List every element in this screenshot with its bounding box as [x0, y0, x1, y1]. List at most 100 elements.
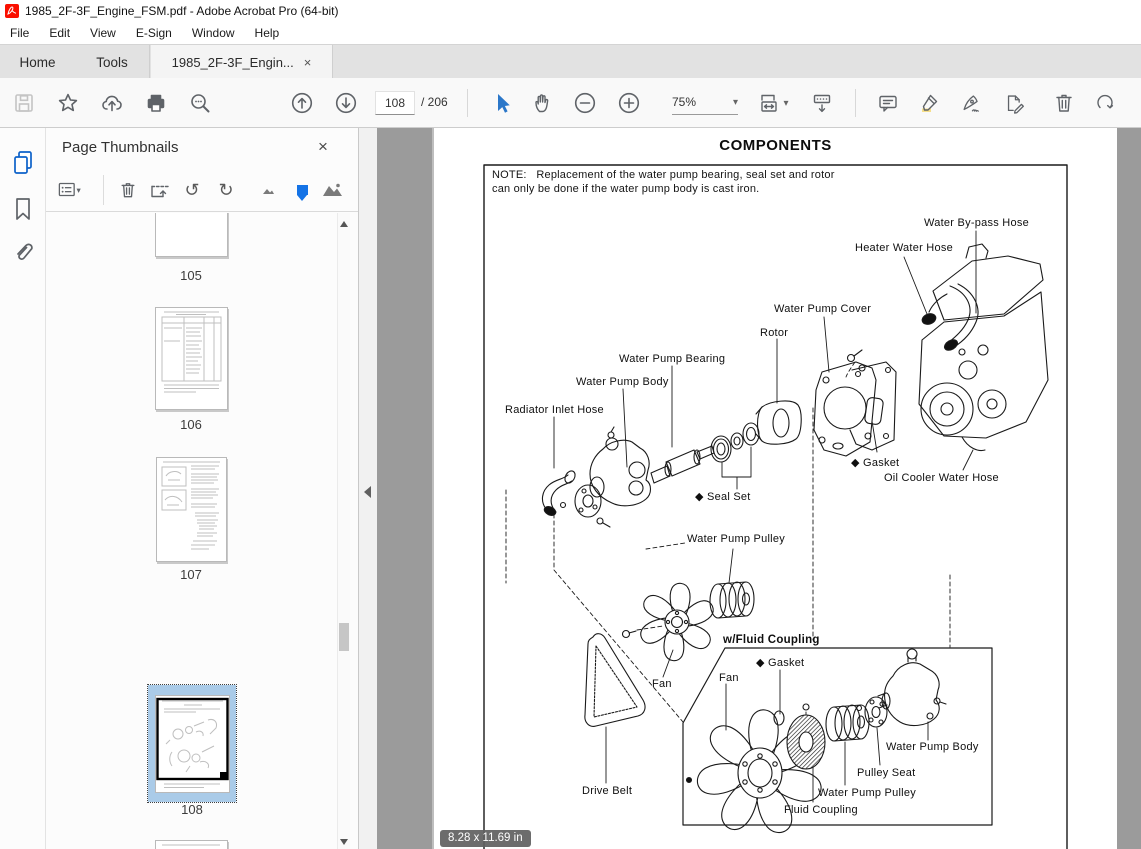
thumbnail-page-107[interactable]: [156, 457, 227, 562]
tab-document[interactable]: 1985_2F-3F_Engin... ×: [151, 45, 333, 79]
toolbar-separator: [467, 89, 468, 117]
diagram-label: Pulley Seat: [857, 767, 915, 779]
diagram-label: ◆ Seal Set: [695, 491, 751, 503]
bookmarks-panel-icon[interactable]: [12, 196, 34, 220]
svg-text:▾: ▾: [76, 185, 80, 195]
cloud-upload-button[interactable]: [100, 91, 124, 115]
rotate-left-button[interactable]: ↺: [184, 180, 200, 200]
diagram-label: Heater Water Hose: [855, 242, 953, 254]
chevron-down-icon: ▾: [783, 97, 789, 109]
diagram-label: Drive Belt: [582, 785, 632, 797]
fit-width-button[interactable]: ▾: [756, 91, 790, 115]
main-toolbar: 108 / 206 75% ▾ ▾: [0, 78, 1141, 128]
menu-view[interactable]: View: [90, 26, 116, 40]
thumbnail-label: 108: [181, 802, 203, 817]
delete-pages-button[interactable]: [1052, 91, 1076, 115]
insert-pages-button[interactable]: [148, 178, 172, 202]
thumbnail-label: 107: [180, 567, 202, 582]
panel-toolbar-separator: [103, 175, 104, 205]
rotate-right-button[interactable]: ↻: [218, 180, 234, 200]
next-page-button[interactable]: [334, 91, 358, 115]
thumbnail-page-109[interactable]: [155, 840, 228, 849]
scroll-up-icon[interactable]: [340, 221, 348, 227]
menu-edit[interactable]: Edit: [49, 26, 71, 40]
scrolling-mode-button[interactable]: [810, 91, 834, 115]
tab-tools[interactable]: Tools: [75, 45, 150, 79]
zoom-level-value: 75%: [672, 95, 697, 109]
toolbar-separator: [855, 89, 856, 117]
zoom-in-button[interactable]: [617, 91, 641, 115]
menu-esign[interactable]: E-Sign: [135, 26, 172, 40]
zoom-out-button[interactable]: [573, 91, 597, 115]
panel-title: Page Thumbnails: [62, 139, 179, 156]
redo-button[interactable]: [1093, 91, 1117, 115]
page-thumbnails-panel-icon[interactable]: [12, 150, 34, 174]
thumbnail-page-106[interactable]: [155, 307, 228, 410]
page-total-label: / 206: [421, 95, 448, 109]
collapse-panel-icon[interactable]: [364, 486, 371, 498]
thumbnail-label: 106: [180, 417, 202, 432]
thumbnail-page-108[interactable]: [155, 695, 230, 793]
panel-toolbar: ▾ ↺ ↻: [46, 170, 358, 212]
diagram-label: Water Pump Cover: [774, 303, 871, 315]
panel-close-icon[interactable]: ×: [318, 137, 328, 156]
diagram-label: Rotor: [760, 327, 788, 339]
attachments-panel-icon[interactable]: [12, 240, 34, 262]
panel-scrollbar[interactable]: [337, 213, 350, 849]
diagram-label: Oil Cooler Water Hose: [884, 472, 999, 484]
diagram-label: Water Pump Pulley: [687, 533, 785, 545]
page-thumbnails-panel: Page Thumbnails × ▾ ↺ ↻: [46, 128, 358, 849]
esign-button[interactable]: [960, 91, 984, 115]
page-heading: COMPONENTS: [719, 137, 832, 154]
thumbnail-label: 105: [180, 268, 202, 283]
print-button[interactable]: [144, 91, 168, 115]
thumbnail-size-slider[interactable]: [290, 178, 314, 202]
fill-sign-edit-button[interactable]: [1003, 91, 1027, 115]
pdf-page: COMPONENTS NOTE: Replacement of the wate…: [434, 128, 1117, 849]
title-bar: 1985_2F-3F_Engine_FSM.pdf - Adobe Acroba…: [0, 0, 1141, 22]
diagram-label: Fluid Coupling: [784, 804, 858, 816]
highlight-button[interactable]: [917, 91, 941, 115]
star-button[interactable]: [56, 91, 80, 115]
chevron-down-icon: ▾: [732, 97, 738, 108]
previous-page-button[interactable]: [290, 91, 314, 115]
delete-page-button[interactable]: [116, 178, 140, 202]
diagram-label: Fan: [652, 678, 672, 690]
diagram-label: Water Pump Body: [886, 741, 979, 753]
menu-window[interactable]: Window: [191, 26, 235, 40]
diagram-label: ◆ Gasket: [851, 457, 899, 469]
diagram-label: Water Pump Bearing: [619, 353, 725, 365]
document-viewer[interactable]: COMPONENTS NOTE: Replacement of the wate…: [377, 128, 1141, 849]
tab-close-icon[interactable]: ×: [303, 54, 312, 70]
menu-bar: File Edit View E-Sign Window Help: [0, 22, 1141, 44]
hand-tool-button[interactable]: [531, 91, 555, 115]
diagram-label: Water Pump Body: [576, 376, 669, 388]
diagram-label: Radiator Inlet Hose: [505, 404, 604, 416]
tab-home[interactable]: Home: [19, 54, 56, 70]
panel-header: Page Thumbnails ×: [46, 128, 358, 170]
comment-button[interactable]: [876, 91, 900, 115]
search-icon[interactable]: [188, 91, 212, 115]
zoom-level-select[interactable]: 75% ▾: [672, 91, 738, 115]
page-number-input[interactable]: 108: [375, 91, 415, 115]
menu-help[interactable]: Help: [254, 26, 280, 40]
select-tool-button[interactable]: [490, 91, 514, 115]
panel-gutter: [358, 128, 377, 849]
thumbnail-page-105[interactable]: [155, 213, 228, 257]
page-size-tooltip: 8.28 x 11.69 in: [440, 830, 531, 847]
thumbnail-options-button[interactable]: ▾: [58, 178, 82, 202]
tab-document-label: 1985_2F-3F_Engin...: [171, 54, 294, 70]
diagram-label: w/Fluid Coupling: [722, 634, 820, 646]
zoom-thumbnails-small-icon: [256, 178, 280, 202]
tab-bar: Home Tools 1985_2F-3F_Engin... ×: [0, 44, 1141, 79]
save-button[interactable]: [12, 91, 36, 115]
scroll-down-icon[interactable]: [340, 839, 348, 845]
diagram-label: Water By-pass Hose: [924, 217, 1029, 229]
note-text-line1: NOTE: Replacement of the water pump bear…: [492, 169, 835, 181]
scrollbar-thumb[interactable]: [339, 623, 349, 651]
acrobat-logo-icon: [5, 4, 19, 18]
window-title: 1985_2F-3F_Engine_FSM.pdf - Adobe Acroba…: [25, 4, 339, 18]
menu-file[interactable]: File: [10, 26, 30, 40]
diagram-label: Water Pump Pulley: [818, 787, 916, 799]
